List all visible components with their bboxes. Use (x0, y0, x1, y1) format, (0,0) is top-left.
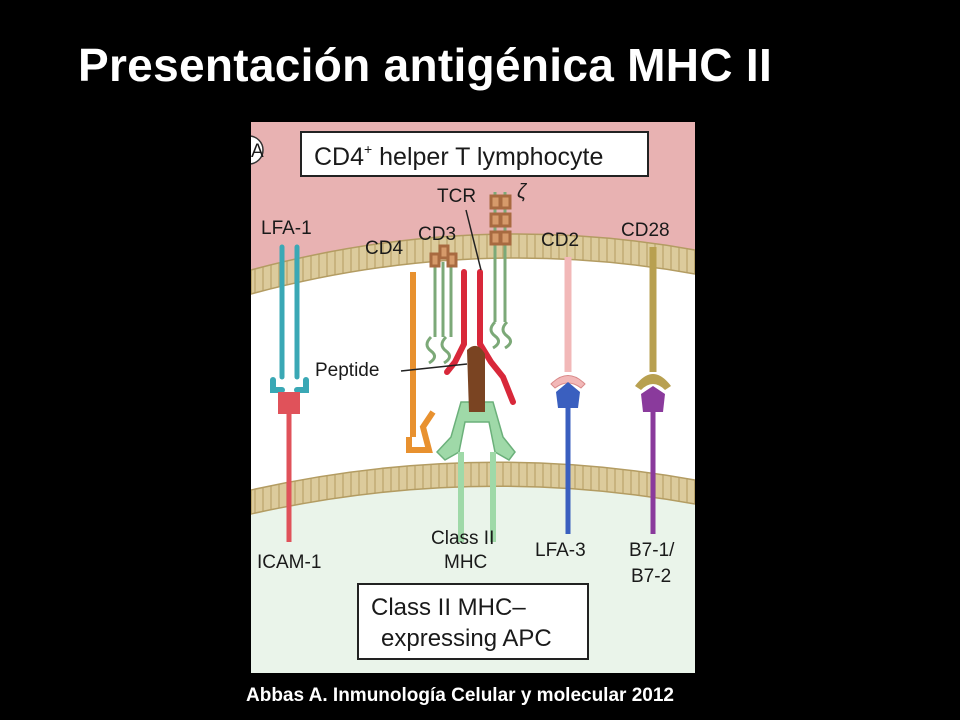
cd28-molecule (635, 247, 671, 390)
apc-label-line2: expressing APC (381, 625, 552, 652)
citation: Abbas A. Inmunología Celular y molecular… (246, 685, 674, 706)
tcr-molecule (444, 269, 516, 405)
t-cell-label: CD4+ helper T lymphocyte (314, 141, 603, 171)
apc-membrane (251, 461, 695, 515)
label-tcr: TCR (437, 186, 476, 207)
panel-letter: A (251, 141, 264, 162)
panel-letter-badge (251, 135, 264, 165)
label-lfa1: LFA-1 (261, 218, 312, 239)
label-cd2: CD2 (541, 230, 579, 251)
peptide (467, 345, 485, 412)
mhc2-molecule (435, 401, 516, 542)
apc-label-box (357, 583, 589, 660)
label-icam1: ICAM-1 (257, 552, 321, 573)
peptide-leader-line (400, 363, 468, 372)
label-class2-line1: Class II (431, 528, 494, 549)
slide-title: Presentación antigénica MHC II (78, 39, 773, 91)
lfa3-molecule (556, 382, 580, 534)
cd3-molecule (425, 244, 458, 365)
t-cell-label-box (300, 131, 649, 177)
label-class2-line2: MHC (444, 552, 487, 573)
label-cd4: CD4 (365, 238, 403, 259)
tcr-leader-line (465, 209, 482, 271)
lfa1-molecule (270, 244, 309, 393)
label-cd28: CD28 (621, 220, 670, 241)
cd4-molecule (406, 272, 436, 453)
label-b7-line1: B7-1/ (629, 540, 675, 561)
label-zeta: ζ (517, 181, 528, 203)
zeta-chains (489, 192, 512, 350)
label-b7-line2: B7-2 (631, 566, 671, 587)
icam1-molecule (278, 392, 300, 542)
t-cell-membrane (251, 233, 695, 295)
t-cell-apc-synapse-diagram: A CD4+ helper T lymphocyte Class II MHC–… (251, 122, 695, 673)
label-peptide: Peptide (315, 360, 379, 381)
label-cd3: CD3 (418, 224, 456, 245)
b7-molecule (641, 386, 665, 534)
cd2-molecule (550, 257, 586, 389)
label-lfa3: LFA-3 (535, 540, 586, 561)
apc-label-line1: Class II MHC– (371, 594, 526, 621)
